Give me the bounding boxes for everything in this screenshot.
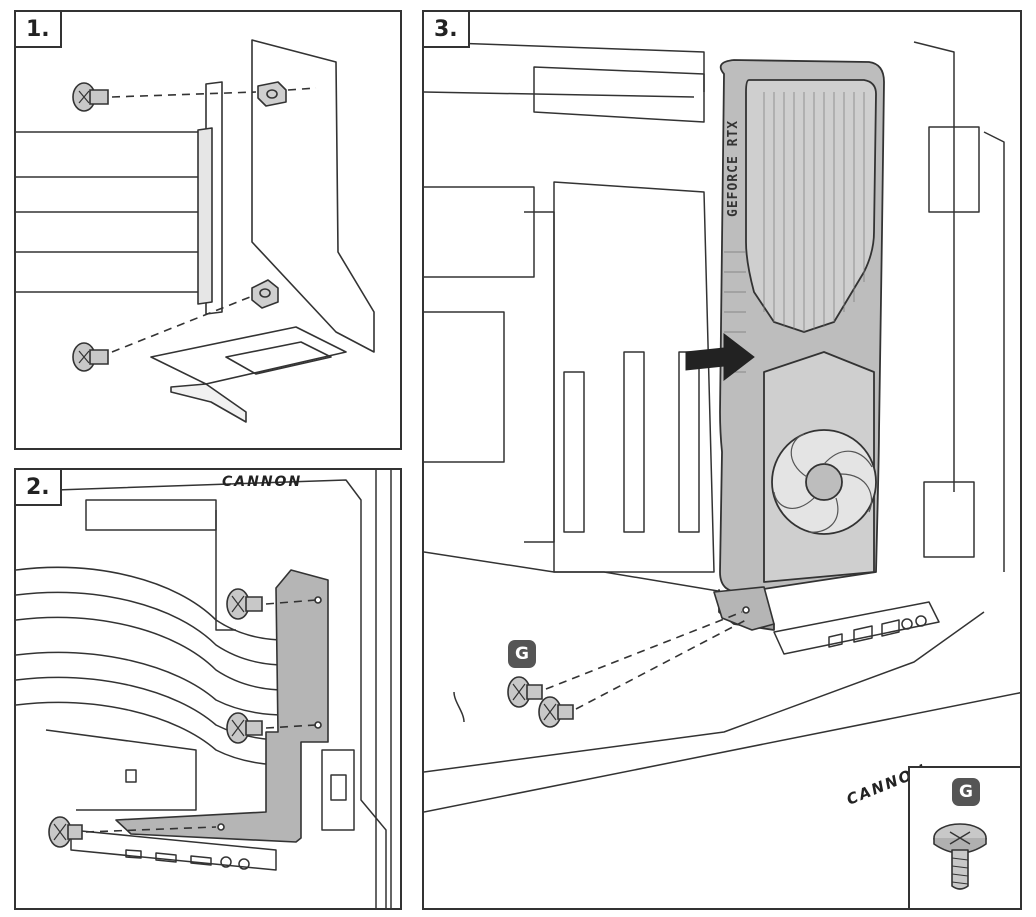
insert-direction-arrow xyxy=(685,332,755,382)
vertical-mount-bracket xyxy=(115,569,329,843)
screw-icon xyxy=(72,82,109,372)
step-3-label: 3. xyxy=(424,12,470,48)
case-brand-logo: CANNON xyxy=(222,474,303,490)
screw-icon xyxy=(48,588,263,848)
step-2-label: 2. xyxy=(16,470,62,506)
step-1-panel: 1. xyxy=(14,10,402,450)
step-1-label: 1. xyxy=(16,12,62,48)
part-g-inset: G xyxy=(908,766,1020,908)
step-2-illustration xyxy=(16,470,392,908)
inset-g-callout: G xyxy=(952,778,980,806)
part-g-callout: G xyxy=(508,640,536,668)
screw-icon xyxy=(507,676,574,728)
vertical-mount-bracket xyxy=(713,586,775,631)
step-1-illustration xyxy=(16,39,375,423)
graphics-card xyxy=(718,59,885,631)
step-3-illustration xyxy=(424,41,1020,813)
step-2-panel: 2. CANNON xyxy=(14,468,402,910)
gpu-brand-logo: GEFORCE RTX xyxy=(726,119,741,217)
screw-g-icon xyxy=(933,823,987,890)
step-3-panel: 3. xyxy=(422,10,1022,910)
